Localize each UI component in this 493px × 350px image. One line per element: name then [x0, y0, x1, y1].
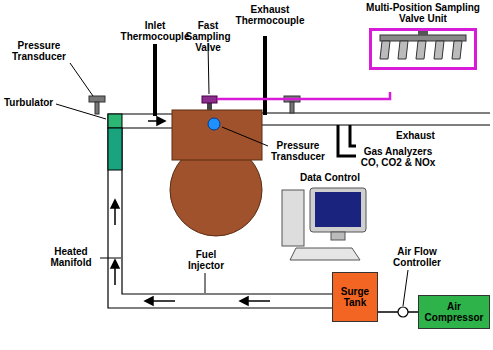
- part-label: Air Flow Controller: [386, 246, 448, 268]
- part-label: Inlet Thermocouple: [118, 20, 192, 42]
- engine-head: [172, 110, 262, 160]
- valve-unit: Multi-Position Sampling Valve Unit: [358, 2, 488, 70]
- fast-sampling-valve: [202, 96, 217, 103]
- node-label: Air Compressor: [422, 301, 486, 323]
- part-label: Gas Analyzers CO, CO2 & NOx: [358, 146, 438, 168]
- node-label: Surge Tank: [336, 286, 374, 308]
- turbulator: [108, 114, 122, 128]
- part-label: Fuel Injector: [178, 249, 234, 271]
- unit-heading: Multi-Position Sampling Valve Unit: [358, 2, 488, 24]
- part-label: Pressure Transducer: [6, 40, 72, 62]
- pressure-transducer: [89, 96, 105, 102]
- pressure-port: [208, 118, 220, 130]
- exhaust-pipe: [262, 112, 490, 113]
- part-label: Pressure Transducer: [266, 140, 330, 162]
- air-compressor: Air Compressor: [418, 295, 490, 329]
- sampling-line: [217, 92, 390, 99]
- valve-unit-box: [369, 28, 477, 70]
- inlet-thermocouple: [153, 44, 157, 116]
- part-label: Exhaust Thermocouple: [234, 4, 306, 26]
- analyzer-line: [350, 125, 356, 146]
- exhaust-pipe: [262, 124, 490, 125]
- computer: [282, 188, 366, 260]
- part-label: Fast Sampling Valve: [180, 20, 236, 53]
- analyzer-line: [338, 125, 356, 156]
- part-label: Data Control: [300, 172, 360, 183]
- part-label: Exhaust: [396, 130, 435, 141]
- flow-controller-valve: [398, 307, 408, 317]
- exhaust-thermocouple: [263, 36, 267, 115]
- turbulator-section: [108, 128, 122, 170]
- part-label: Turbulator: [4, 97, 53, 108]
- part-label: Heated Manifold: [42, 246, 100, 268]
- surge-tank: Surge Tank: [332, 272, 378, 322]
- valve-bank: [372, 31, 474, 67]
